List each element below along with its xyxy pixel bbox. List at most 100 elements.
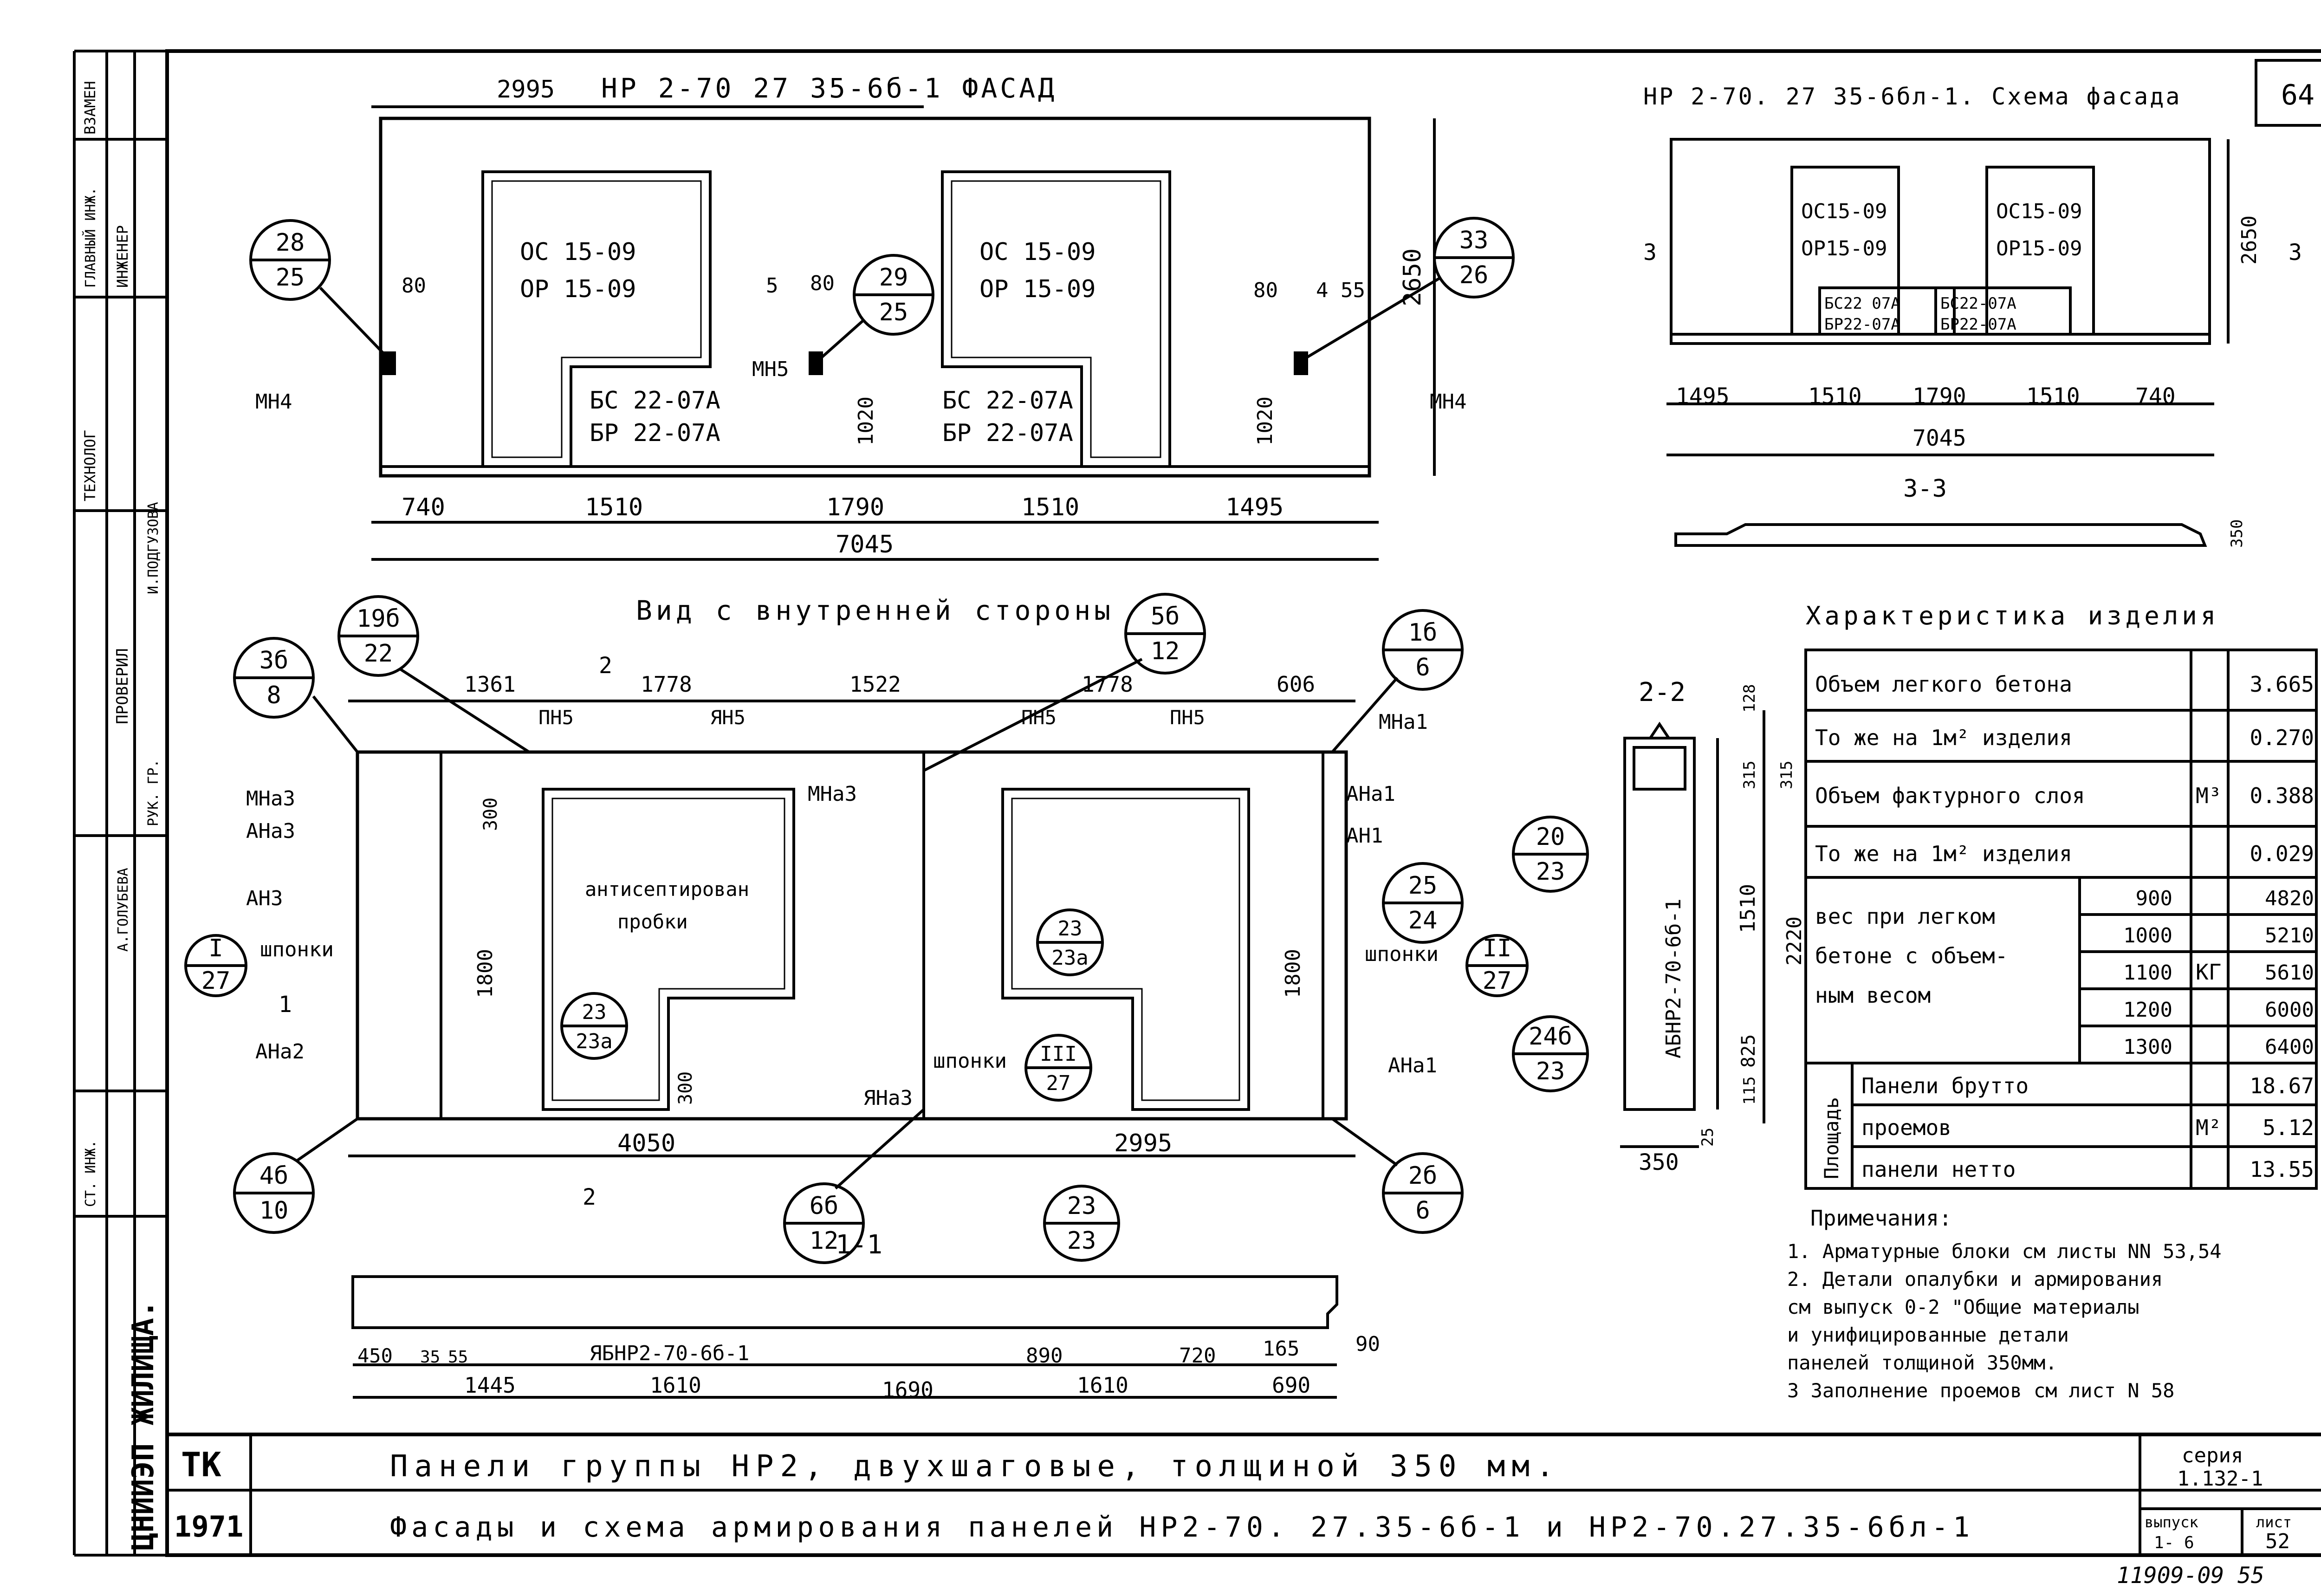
facade-total: 7045 bbox=[836, 531, 894, 558]
section-mark-i-left-bottom: 27 bbox=[201, 967, 231, 995]
inner-mid-label-1: МНа3 bbox=[808, 782, 857, 806]
inner-plug-text-1: антисептирован bbox=[585, 878, 749, 901]
titleblock-issue-label: выпуск bbox=[2145, 1513, 2198, 1531]
char-weight-label-3: ным весом bbox=[1815, 983, 1931, 1008]
inner-callout-7-bottom: 23а bbox=[1051, 946, 1088, 970]
inner-height-2: 1800 bbox=[473, 949, 497, 998]
section11-dim-bottom-1: 1445 bbox=[464, 1373, 516, 1398]
char-area-1-name: Панели брутто bbox=[1861, 1073, 2029, 1098]
facade-dim-5: 1495 bbox=[1225, 493, 1284, 521]
section-mark-i-right-top: II bbox=[1483, 934, 1512, 962]
scheme-height: 2650 bbox=[2237, 215, 2261, 265]
scheme-window1-top: ОС15-09 bbox=[1801, 200, 1887, 223]
titleblock-series: 1.132-1 bbox=[2177, 1467, 2263, 1491]
inner-left-label-4: шпонки bbox=[260, 938, 334, 961]
facade-door2-top: БС 22-07А bbox=[942, 387, 1073, 415]
section22-dim-7: 115 bbox=[1740, 1077, 1759, 1105]
char-area-3-name: панели нетто bbox=[1861, 1157, 2016, 1182]
titleblock-stamp: 11909-09 55 bbox=[2117, 1563, 2264, 1589]
char-weight-2-value: 5210 bbox=[2265, 924, 2314, 947]
section22-label: АБНР2-70-6б-1 bbox=[1662, 899, 1686, 1058]
inner-dim-bottom-2: 2995 bbox=[1114, 1129, 1172, 1157]
char-area-2-value: 5.12 bbox=[2263, 1115, 2314, 1140]
scheme-mark-left: 3 bbox=[1643, 240, 1657, 266]
section22-callout-2-bottom: 23 bbox=[1536, 1058, 1565, 1085]
titleblock-year: 1971 bbox=[174, 1510, 243, 1544]
sidebar-item-3: ПРОВЕРИЛ bbox=[113, 648, 132, 724]
inner-dim-bottom-1: 4050 bbox=[617, 1129, 675, 1157]
section22-dim-2: 315 bbox=[1740, 761, 1759, 789]
facade-dim-4: 1510 bbox=[1021, 493, 1079, 521]
facade-window1-top: ОС 15-09 bbox=[520, 238, 636, 266]
section11-dim-top-3: 55 bbox=[448, 1348, 468, 1367]
char-area-2-name: проемов bbox=[1861, 1115, 1951, 1140]
scheme-door2-bottom: БР22-07А bbox=[1940, 315, 2016, 334]
facade-small-dim-6: 1020 bbox=[854, 396, 878, 446]
section22-dim-5: 2220 bbox=[1783, 916, 1806, 966]
facade-callout-2-top: 29 bbox=[879, 264, 908, 292]
sidebar-item-6: РУК. ГР. bbox=[145, 759, 162, 827]
characteristics-title: Характеристика изделия bbox=[1806, 601, 2219, 630]
section22-callout-1-top: 20 bbox=[1536, 823, 1565, 851]
section11-label: ЯБНР2-70-6б-1 bbox=[590, 1342, 749, 1365]
section11-dim-top-2: 35 bbox=[420, 1348, 440, 1367]
inner-right-label-2: АНа1 bbox=[1346, 782, 1395, 806]
facade-door1-bottom: БР 22-07А bbox=[590, 419, 720, 447]
char-weight-3-density: 1100 bbox=[2123, 961, 2172, 985]
section-mark-iii-bottom: 27 bbox=[1046, 1071, 1071, 1095]
facade-callout-3-top: 33 bbox=[1459, 227, 1489, 254]
section11-dim-top-6: 165 bbox=[1263, 1337, 1299, 1361]
char-area-1-value: 18.67 bbox=[2250, 1073, 2314, 1098]
inner-callout-7-top: 23 bbox=[1058, 917, 1083, 941]
characteristics-table bbox=[1804, 649, 2318, 1190]
inner-left-label-1: МНа3 bbox=[246, 787, 295, 811]
inner-right-label-5: АНа1 bbox=[1388, 1054, 1437, 1077]
section-mark-i-right-bottom: 27 bbox=[1483, 967, 1512, 995]
section-mark-i-left-top: I bbox=[208, 934, 223, 962]
scheme-dim-2: 1510 bbox=[1808, 383, 1862, 409]
char-row-1-value: 3.665 bbox=[2250, 672, 2314, 697]
inner-ph-1: ПН5 bbox=[538, 706, 574, 729]
scheme-section-title: 3-3 bbox=[1903, 475, 1947, 503]
section22-title: 2-2 bbox=[1639, 677, 1686, 707]
notes-title: Примечания: bbox=[1810, 1206, 1952, 1231]
section22-callout-1-bottom: 23 bbox=[1536, 858, 1565, 886]
char-row-2-name: То же на 1м² изделия bbox=[1815, 725, 2072, 750]
facade-small-dim-1: 80 bbox=[402, 274, 426, 298]
scheme-window2-bottom: ОР15-09 bbox=[1996, 237, 2082, 260]
inner-right-label-3: АН1 bbox=[1346, 824, 1383, 848]
section22-dim-6: 825 bbox=[1738, 1034, 1759, 1068]
scheme-total: 7045 bbox=[1913, 425, 1966, 451]
inner-callout-2-bottom: 22 bbox=[364, 640, 393, 668]
char-row-1-name: Объем легкого бетона bbox=[1815, 672, 2072, 697]
scheme-mark-right: 3 bbox=[2289, 240, 2302, 266]
inner-mid-label-2: ЯНа3 bbox=[863, 1086, 913, 1110]
section22-dim-3: 315 bbox=[1777, 761, 1796, 789]
char-weight-unit: КГ bbox=[2196, 960, 2221, 985]
section-mark-2-bottom: 2 bbox=[583, 1184, 596, 1210]
inner-callout-9-top: 6б bbox=[810, 1192, 839, 1220]
facade-callout-1-top: 28 bbox=[276, 229, 305, 257]
section-mark-iii-top: III bbox=[1040, 1042, 1076, 1066]
facade-window1-bottom: ОР 15-09 bbox=[520, 275, 636, 303]
facade-small-dim-7: 1020 bbox=[1253, 396, 1277, 446]
inner-callout-10-top: 2б bbox=[1408, 1162, 1438, 1190]
inner-plug-text-2: пробки bbox=[617, 910, 688, 933]
char-area-3-value: 13.55 bbox=[2250, 1157, 2314, 1182]
section-2-2 bbox=[1623, 737, 1696, 1111]
facade-label-mn4-left: МН4 bbox=[255, 390, 292, 414]
facade-opening-2 bbox=[941, 170, 1171, 468]
inner-right-label-4: шпонки bbox=[1365, 942, 1439, 966]
inner-dim-top-3: 1522 bbox=[849, 672, 901, 697]
char-row-2-value: 0.270 bbox=[2250, 725, 2314, 750]
sidebar-item-4: ТЕХНОЛОГ bbox=[81, 430, 99, 501]
scheme-dim-3: 1790 bbox=[1913, 383, 1966, 409]
section11-dim-top-4: 890 bbox=[1026, 1344, 1063, 1368]
titleblock-line1: Панели группы НР2, двухшаговые, толщиной… bbox=[390, 1449, 1561, 1484]
section22-dim-8: 25 bbox=[1699, 1128, 1717, 1147]
inner-callout-3-bottom: 12 bbox=[1151, 637, 1180, 665]
notes-item-3: см выпуск 0-2 "Общие материалы bbox=[1787, 1296, 2139, 1318]
char-row-3-unit: М³ bbox=[2196, 783, 2221, 808]
titleblock-issue: 1- 6 bbox=[2154, 1533, 2194, 1552]
notes-item-2: 2. Детали опалубки и армирования bbox=[1787, 1268, 2163, 1291]
